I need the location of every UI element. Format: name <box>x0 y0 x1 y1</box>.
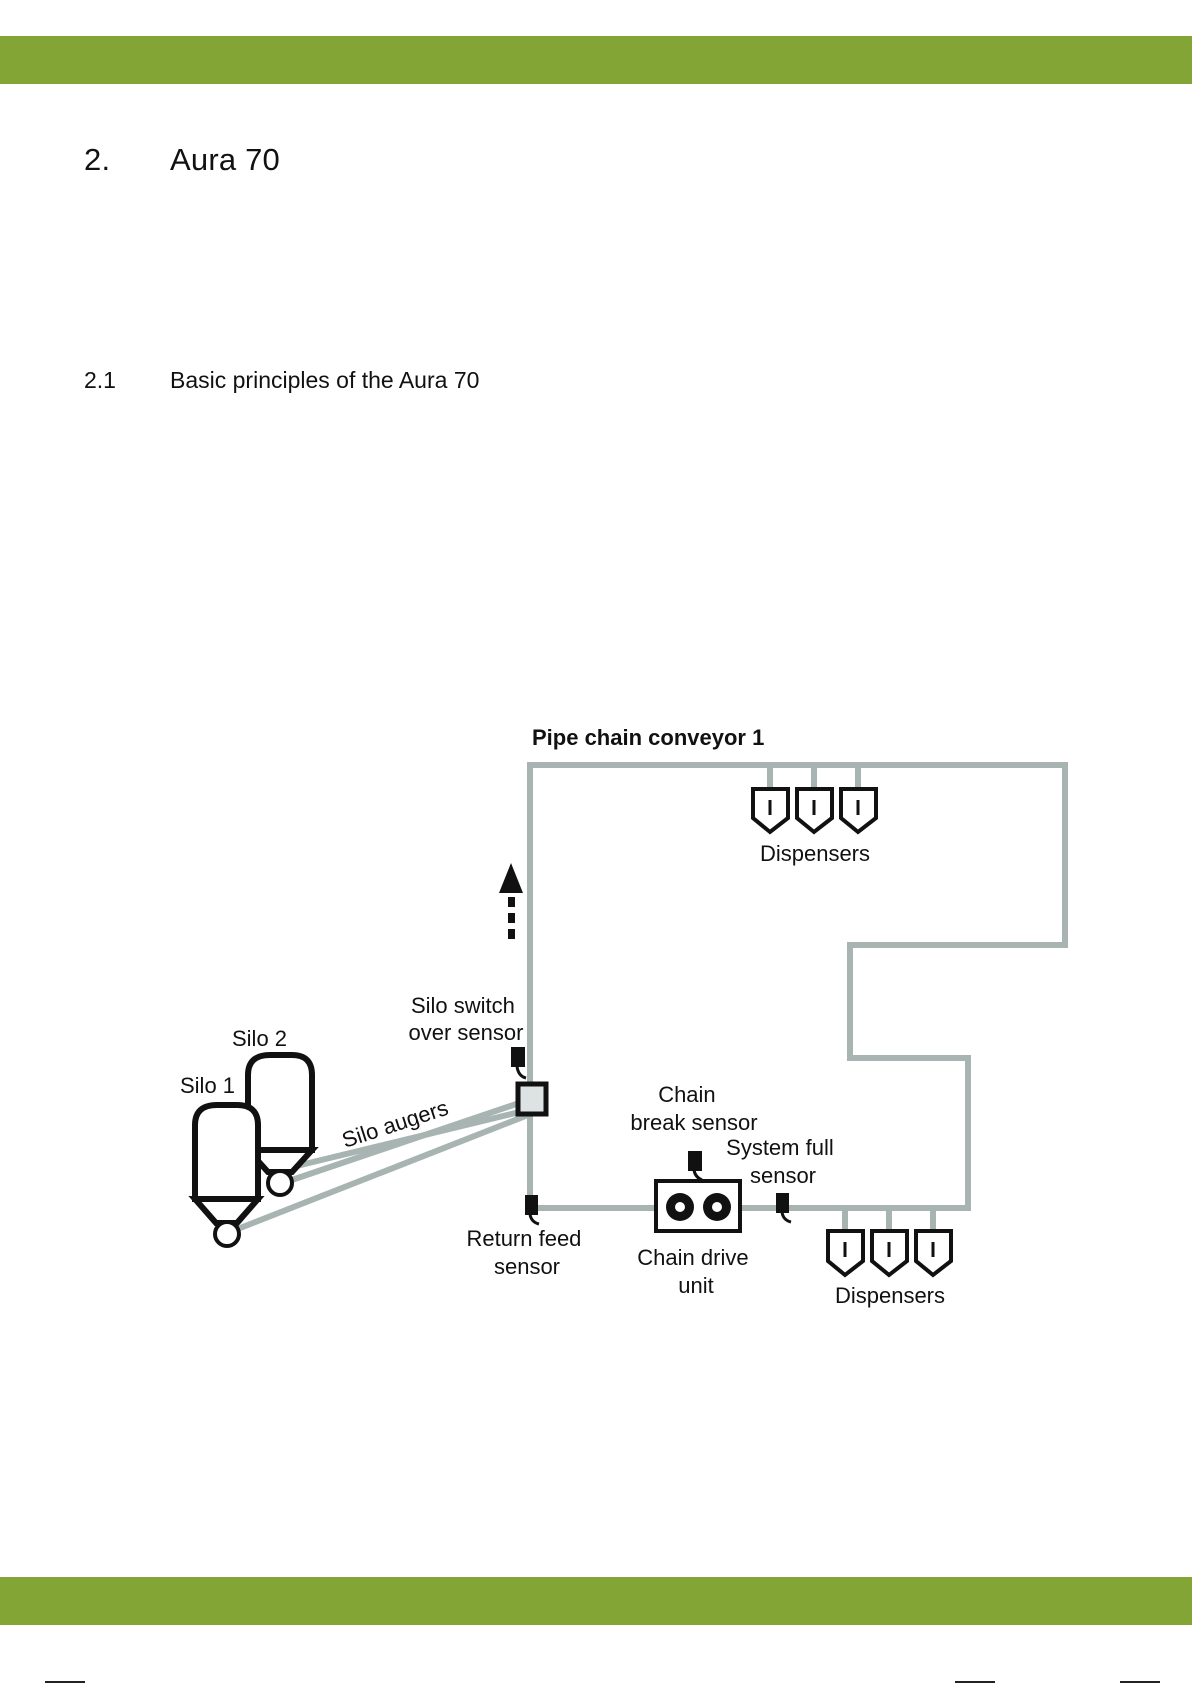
system-full-sensor-icon <box>776 1193 791 1222</box>
silo-switch-sensor-icon <box>511 1047 526 1078</box>
system-full-sensor-label: System full sensor <box>726 1135 840 1188</box>
silo-switch-sensor-label: Silo switch over sensor <box>409 993 524 1045</box>
chain-break-sensor-label: Chain break sensor <box>630 1082 757 1135</box>
dispensers-bottom-label: Dispensers <box>835 1283 945 1308</box>
footer-band <box>0 1577 1192 1625</box>
dispensers-bottom <box>828 1208 951 1275</box>
footer-rule <box>45 1681 85 1683</box>
conveyor-label: Pipe chain conveyor 1 <box>532 725 764 750</box>
return-feed-sensor-label: Return feed sensor <box>466 1226 587 1279</box>
flow-arrow-icon <box>499 863 523 939</box>
chain-drive-unit-label: Chain drive unit <box>637 1245 754 1298</box>
dispenser-icon <box>872 1231 907 1275</box>
dispensers-top-label: Dispensers <box>760 841 870 866</box>
return-feed-sensor-icon <box>525 1195 539 1224</box>
dispenser-icon <box>841 789 876 832</box>
dispenser-icon <box>828 1231 863 1275</box>
dispenser-icon <box>753 789 788 832</box>
silo-2-label: Silo 2 <box>232 1026 287 1051</box>
dispenser-icon <box>797 789 832 832</box>
silo-switch-box <box>518 1084 546 1114</box>
chain-drive-unit-icon <box>656 1181 740 1231</box>
footer-rule <box>955 1681 995 1683</box>
chain-break-sensor-icon <box>688 1151 702 1180</box>
footer-rule <box>1120 1681 1160 1683</box>
dispensers-top <box>753 765 876 832</box>
silo-1-label: Silo 1 <box>180 1073 235 1098</box>
dispenser-icon <box>916 1231 951 1275</box>
